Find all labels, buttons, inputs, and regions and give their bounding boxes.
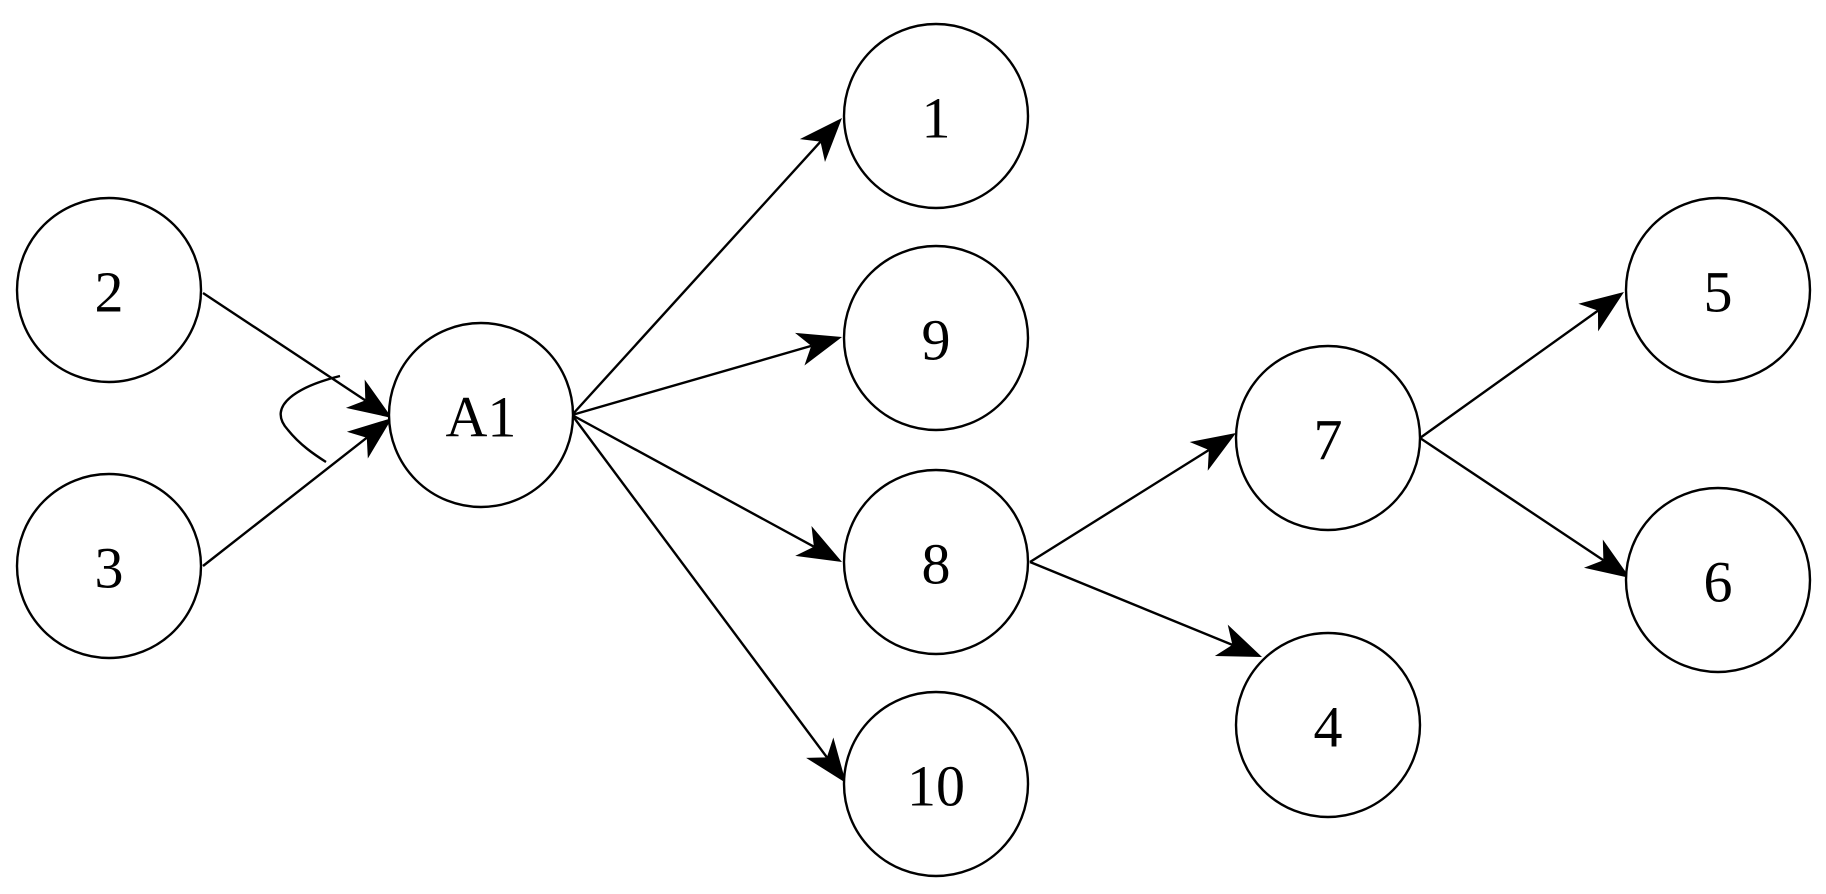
- node-7-label: 7: [1314, 408, 1343, 473]
- node-10-circle: [842, 690, 1030, 878]
- node-A1-circle: [387, 321, 575, 509]
- nodes-layer: 2 3 A1 1 9 8 10 7: [15, 22, 1812, 878]
- node-3-circle: [15, 472, 203, 660]
- edge-line: [571, 413, 815, 548]
- node-5-label: 5: [1704, 260, 1733, 325]
- edge-line: [1029, 560, 1233, 646]
- edge-8-to-4: [1029, 560, 1262, 657]
- node-9-label: 9: [922, 308, 951, 373]
- node-4: 4: [1234, 631, 1422, 819]
- edge-A1-to-9: [571, 332, 842, 417]
- node-2-circle: [15, 196, 203, 384]
- arrowhead: [806, 737, 846, 783]
- edge-A1-to-1: [571, 118, 842, 416]
- arrowhead: [795, 332, 842, 366]
- edges-layer: [202, 118, 1630, 783]
- node-7: 7: [1234, 344, 1422, 532]
- node-1-label: 1: [922, 86, 951, 151]
- arrowhead: [346, 418, 392, 459]
- node-5-circle: [1624, 196, 1812, 384]
- node-9-circle: [842, 244, 1030, 432]
- edge-8-to-7: [1029, 433, 1236, 564]
- edge-line: [571, 140, 822, 416]
- node-2: 2: [15, 196, 203, 384]
- edge-line: [571, 414, 828, 759]
- arrowhead: [1583, 539, 1630, 578]
- edge-2-to-A1: [202, 291, 392, 418]
- node-A1: A1: [387, 321, 575, 509]
- node-5: 5: [1624, 196, 1812, 384]
- node-7-circle: [1234, 344, 1422, 532]
- arrowhead: [1578, 292, 1624, 332]
- arrowhead: [799, 118, 842, 162]
- node-1-circle: [842, 22, 1030, 210]
- node-2-label: 2: [95, 260, 124, 325]
- arrowhead: [1189, 433, 1236, 471]
- arrowhead: [345, 379, 392, 418]
- edge-line: [571, 344, 812, 417]
- node-8-label: 8: [922, 532, 951, 597]
- node-8-circle: [842, 468, 1030, 656]
- edge-3-to-A1: [202, 418, 392, 567]
- node-3-label: 3: [95, 536, 124, 601]
- edge-line: [202, 291, 366, 402]
- edge-line: [1419, 437, 1605, 562]
- arrowhead: [795, 526, 842, 562]
- edge-A1-to-10: [571, 414, 846, 783]
- edge-7-to-5: [1419, 292, 1624, 439]
- edge-line: [1029, 448, 1210, 564]
- node-3: 3: [15, 472, 203, 660]
- node-6-label: 6: [1704, 550, 1733, 615]
- node-4-circle: [1234, 631, 1422, 819]
- node-9: 9: [842, 244, 1030, 432]
- node-10-label: 10: [907, 754, 965, 819]
- node-1: 1: [842, 22, 1030, 210]
- node-10: 10: [842, 690, 1030, 878]
- edge-merge-curve: [279, 374, 341, 464]
- node-6-circle: [1624, 486, 1812, 674]
- node-8: 8: [842, 468, 1030, 656]
- edge-line: [202, 436, 368, 567]
- edge-7-to-6: [1419, 437, 1630, 578]
- edge-line: [1419, 309, 1599, 439]
- edge-A1-to-8: [571, 413, 842, 562]
- arrowhead: [1214, 624, 1262, 657]
- node-4-label: 4: [1314, 695, 1343, 760]
- node-6: 6: [1624, 486, 1812, 674]
- node-A1-label: A1: [446, 385, 517, 450]
